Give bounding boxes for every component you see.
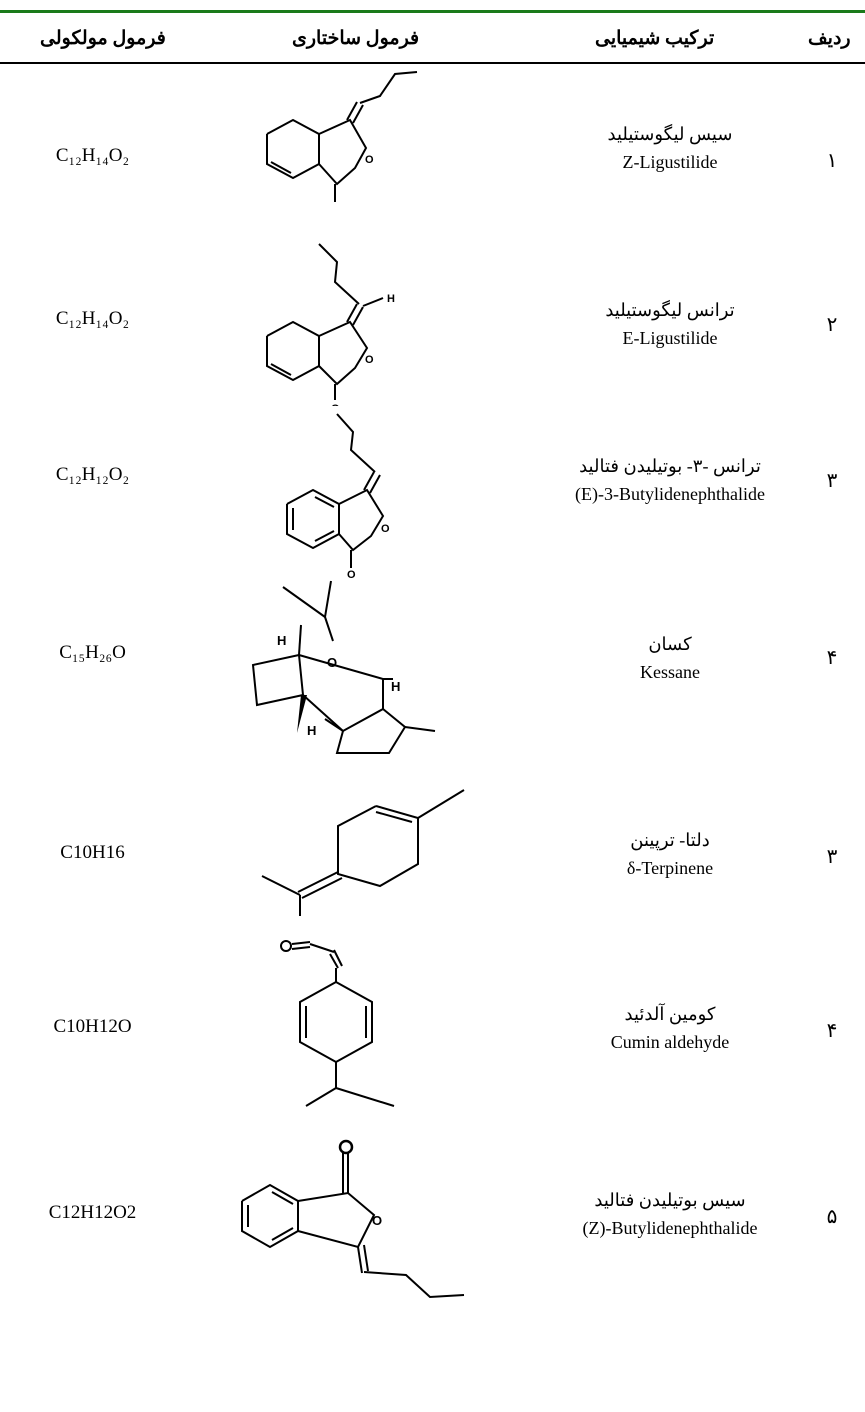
header-chemical-compound: ترکیب شیمیایی (595, 28, 715, 49)
oxygen-label: O (327, 655, 337, 670)
hydrogen-label: H (277, 633, 286, 648)
compound-name: کومین آلدئید Cumin aldehyde (510, 1000, 830, 1056)
compound-name-english: Kessane (640, 662, 700, 682)
e-butylidenephthalide-structure-icon: O O (286, 413, 390, 578)
row-number: ۱ (826, 150, 838, 172)
oxygen-label: O (365, 354, 374, 366)
header-molecular-formula: فرمول مولکولی (40, 28, 166, 49)
carbonyl-oxygen-icon (338, 1139, 354, 1155)
compound-name: کسان Kessane (510, 630, 830, 686)
oxygen-label: O (381, 523, 390, 535)
hydrogen-label: H (387, 293, 395, 305)
row-number: ۴ (826, 647, 838, 669)
row-number: ۳ (826, 846, 838, 868)
compound-name-english: Cumin aldehyde (610, 1032, 730, 1052)
compound-name-english: δ-Terpinene (626, 858, 714, 878)
hydrogen-label: H (391, 679, 400, 694)
z-ligustilide-structure-icon: O O (266, 71, 418, 206)
table-top-rule (0, 10, 865, 13)
oxygen-label: O (347, 569, 356, 578)
compound-name-persian: کسان (648, 634, 692, 654)
compound-name-persian: سیس بوتیلیدن فتالید (594, 1190, 746, 1210)
compound-name-persian: دلتا- ترپینن (630, 830, 710, 850)
molecular-formula: C₁₅H₂₆O (59, 642, 126, 663)
compound-name-persian: کومین آلدئید (624, 1004, 716, 1024)
compound-name-english: Z-Ligustilide (622, 152, 718, 172)
oxygen-label: O (372, 1213, 382, 1228)
compound-name-english: (E)-3-Butylidenephthalide (575, 484, 765, 504)
delta-terpinene-structure-icon (261, 789, 465, 916)
molecular-formula: C₁₂H₁₂O₂ (55, 464, 130, 485)
oxygen-label: O (331, 403, 340, 406)
row-number: ۲ (826, 314, 838, 336)
compound-name-persian: ترانس لیگوستیلید (605, 300, 735, 320)
oxygen-atom-icon (280, 940, 292, 952)
cumin-aldehyde-structure-icon (280, 940, 395, 1107)
compound-name: دلتا- ترپینن δ-Terpinene (510, 826, 830, 882)
header-rule (0, 62, 865, 64)
molecular-formula: C12H12O2 (48, 1202, 137, 1223)
header-row-number: ردیف (808, 28, 851, 49)
compound-name: ترانس لیگوستیلید E-Ligustilide (510, 296, 830, 352)
hydrogen-label: H (307, 723, 316, 738)
molecular-formula: C₁₂H₁₄O₂ (55, 145, 130, 166)
oxygen-label: O (331, 205, 340, 206)
compound-name-persian: ترانس -۳- بوتیلیدن فتالید (579, 456, 761, 476)
e-ligustilide-structure-icon: H O O (266, 243, 395, 406)
compound-name-persian: سیس لیگوستیلید (607, 124, 733, 144)
row-number: ۵ (826, 1206, 838, 1228)
compound-name-english: (Z)-Butylidenephthalide (582, 1218, 758, 1238)
row-number: ۴ (826, 1020, 838, 1042)
z-butylidenephthalide-structure-icon: O (241, 1139, 465, 1299)
compound-name-english: E-Ligustilide (622, 328, 718, 348)
molecular-formula: C10H12O (53, 1016, 132, 1037)
compound-name: ترانس -۳- بوتیلیدن فتالید (E)-3-Butylide… (510, 452, 830, 508)
oxygen-label: O (365, 154, 374, 166)
molecular-formula: C10H16 (60, 842, 125, 863)
kessane-structure-icon: O H H H (251, 580, 436, 754)
compound-name: سیس بوتیلیدن فتالید (Z)-Butylidenephthal… (510, 1186, 830, 1242)
header-structural-formula: فرمول ساختاری (292, 28, 420, 49)
row-number: ۳ (826, 470, 838, 492)
molecular-formula: C₁₂H₁₄O₂ (55, 308, 130, 329)
compound-name: سیس لیگوستیلید Z-Ligustilide (510, 120, 830, 176)
